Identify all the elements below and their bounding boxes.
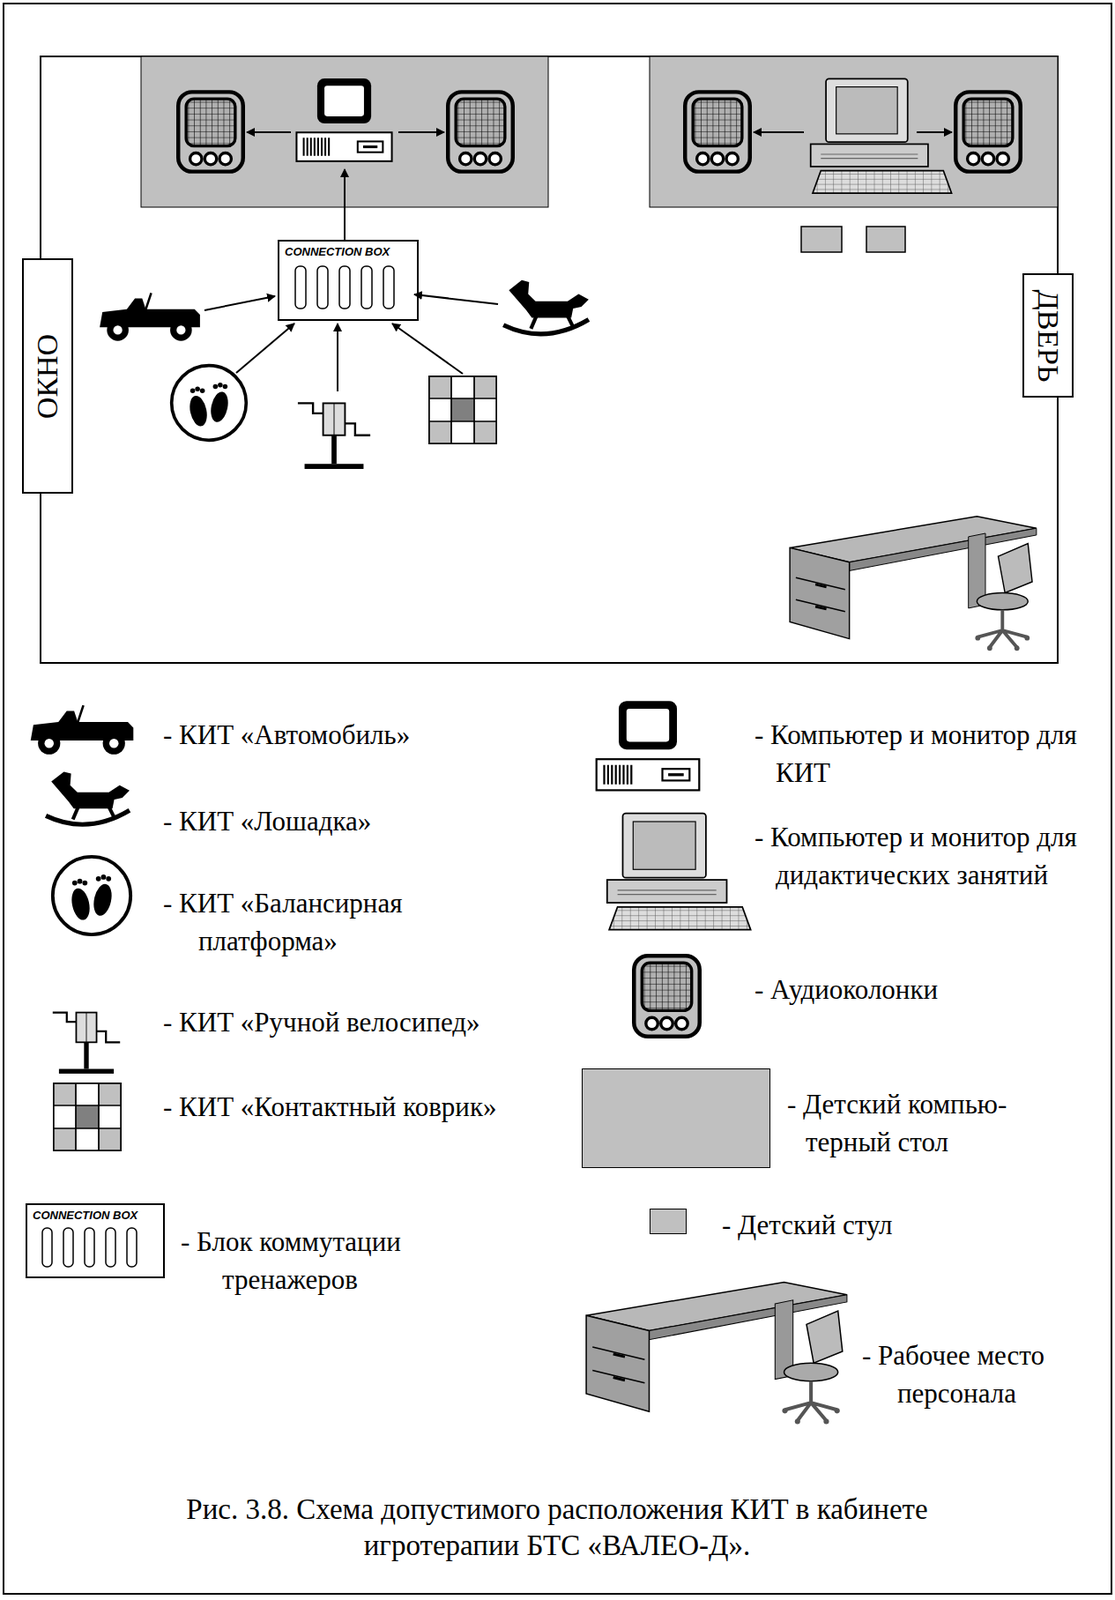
connection-box-ports <box>63 1227 74 1267</box>
legend-icons <box>586 1281 848 1424</box>
legend-text: - Рабочее место персонала <box>862 1336 1092 1413</box>
legend-text: - Аудиоколонки <box>754 970 1083 1009</box>
room-furniture <box>649 56 1058 208</box>
legend-icons <box>633 955 699 1036</box>
legend-swatch <box>581 1068 771 1168</box>
legend-icons <box>30 705 134 755</box>
connection-box-sample: CONNECTION BOX <box>25 1203 165 1279</box>
wires <box>753 131 804 134</box>
connection-box-ports <box>383 266 394 309</box>
room-devices <box>178 91 244 171</box>
wires <box>336 323 339 392</box>
door-box: ДВЕРЬ <box>1022 273 1074 398</box>
legend-icons <box>607 813 751 930</box>
connection-box-ports <box>317 266 328 309</box>
legend-text: - Детский компью- терный стол <box>787 1085 1078 1161</box>
room-devices <box>99 292 201 341</box>
node-label: ДВЕРЬ <box>1033 289 1063 382</box>
legend-icons <box>30 700 848 1424</box>
node-label: CONNECTION BOX <box>27 1204 164 1222</box>
figure-caption: Рис. 3.8. Схема допустимого расположения… <box>182 1491 932 1564</box>
room-furniture <box>866 226 906 253</box>
room-furniture <box>801 226 842 253</box>
connection-box-ports <box>126 1227 137 1267</box>
window-box: ОКНО <box>22 258 74 494</box>
legend-text: - Детский стул <box>721 1205 1075 1244</box>
legend-text: - Компьютер и монитор для дидактических … <box>754 817 1083 894</box>
room-devices <box>955 91 1021 171</box>
legend-icons <box>45 771 130 825</box>
connection-box-ports <box>84 1227 95 1267</box>
legend-icons <box>596 700 700 790</box>
legend-icons <box>52 1082 122 1152</box>
room-devices <box>171 365 247 441</box>
page-frame <box>3 3 1112 1594</box>
node-label: ОКНО <box>32 333 63 418</box>
room-devices <box>297 402 371 469</box>
connection-box-ports <box>339 266 350 309</box>
room-furniture <box>141 56 1058 253</box>
wires <box>392 323 463 374</box>
connection-box-ports <box>42 1227 53 1267</box>
room-devices <box>296 78 392 162</box>
wires <box>414 294 499 305</box>
wires <box>343 169 346 240</box>
legend-icons <box>52 856 131 935</box>
legend-text: - Компьютер и монитор для КИТ <box>754 715 1083 792</box>
legend-text: - КИТ «Лошадка» <box>163 802 551 840</box>
wires <box>398 131 445 134</box>
connection-box-ports <box>105 1227 116 1267</box>
room-devices <box>789 516 1037 651</box>
legend-text: - КИТ «Балансирная платформа» <box>163 884 499 960</box>
wires <box>204 296 276 311</box>
legend-text: - Блок коммутации тренажеров <box>180 1222 472 1299</box>
room-devices <box>99 78 1037 651</box>
node-label: CONNECTION BOX <box>279 241 417 259</box>
wires <box>236 323 295 373</box>
room-devices <box>684 91 751 171</box>
room-devices <box>428 375 498 445</box>
connection-box-ports <box>295 266 306 309</box>
connection-box: CONNECTION BOX <box>277 239 419 321</box>
wires <box>916 131 952 134</box>
legend-text: - КИТ «Ручной велосипед» <box>163 1003 569 1041</box>
room-outline <box>40 56 1058 663</box>
room-devices <box>810 78 952 194</box>
room-devices <box>447 91 513 171</box>
wires <box>246 131 291 134</box>
legend-swatch <box>649 1208 687 1234</box>
room-devices <box>503 280 589 335</box>
legend-icons <box>52 1012 120 1074</box>
legend-text: - КИТ «Автомобиль» <box>163 715 551 754</box>
legend-text: - КИТ «Контактный коврик» <box>163 1087 569 1126</box>
connection-box-ports <box>361 266 372 309</box>
